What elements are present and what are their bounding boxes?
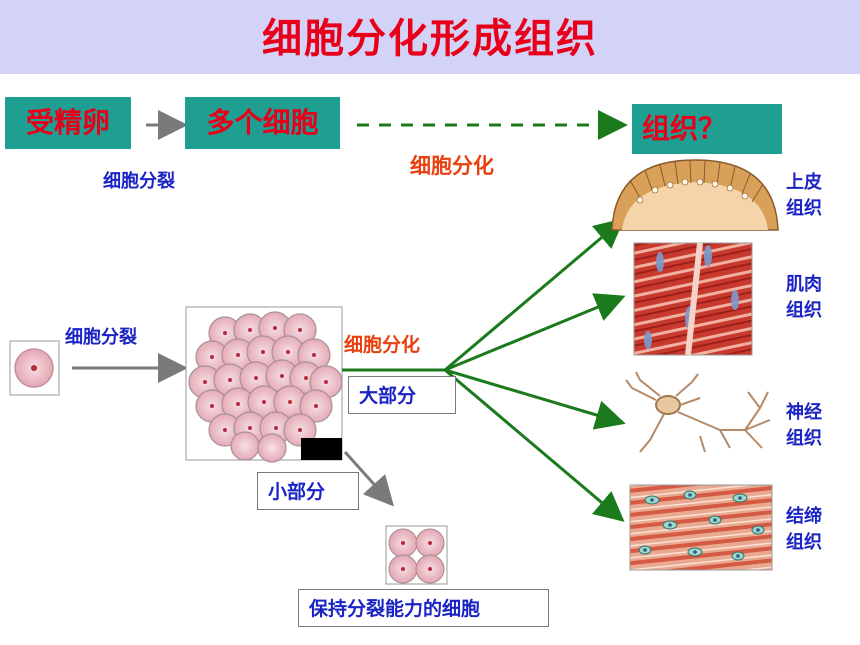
tissue-question-label: 组织？ <box>642 112 727 145</box>
nerve-tissue-label: 神经组织 <box>786 402 822 449</box>
minor-part-box: 小部分 <box>257 472 359 510</box>
major-part-label: 大部分 <box>359 385 417 407</box>
fertilized-egg-label: 受精卵 <box>25 106 110 139</box>
single-cell-image <box>9 340 60 396</box>
connective-tissue-image <box>629 484 773 571</box>
nerve-tissue-image <box>625 371 776 460</box>
retained-cells-box: 保持分裂能力的细胞 <box>298 589 549 627</box>
muscle-tissue-image <box>633 242 753 356</box>
tissue-question-box: 组织？ <box>632 104 782 154</box>
cell-cluster-image <box>185 306 343 463</box>
many-cells-label: 多个细胞 <box>206 106 319 139</box>
connective-tissue-label: 结缔组织 <box>786 506 822 553</box>
page-title: 细胞分化形成组织 <box>262 16 598 62</box>
arrow-to-epithelial <box>444 218 625 372</box>
fertilized-egg-box: 受精卵 <box>5 97 131 149</box>
many-cells-box: 多个细胞 <box>185 97 340 149</box>
top-division-label: 细胞分裂 <box>103 171 175 192</box>
retained-cells-label: 保持分裂能力的细胞 <box>309 598 481 620</box>
lower-division-label: 细胞分裂 <box>65 327 137 348</box>
major-part-box: 大部分 <box>348 376 456 414</box>
minor-part-label: 小部分 <box>268 481 326 503</box>
top-differentiation-label: 细胞分化 <box>410 154 494 178</box>
arrow-to-connective <box>444 368 625 522</box>
four-cells-image <box>385 525 448 585</box>
epithelial-tissue-image <box>611 159 779 231</box>
arrow-to-muscle <box>444 293 626 372</box>
lower-differentiation-label: 细胞分化 <box>344 334 421 356</box>
title-bar <box>0 0 860 74</box>
epithelial-tissue-label: 上皮组织 <box>786 172 822 219</box>
muscle-tissue-label: 肌肉组织 <box>786 274 822 321</box>
arrow-to-nerve <box>444 368 626 430</box>
